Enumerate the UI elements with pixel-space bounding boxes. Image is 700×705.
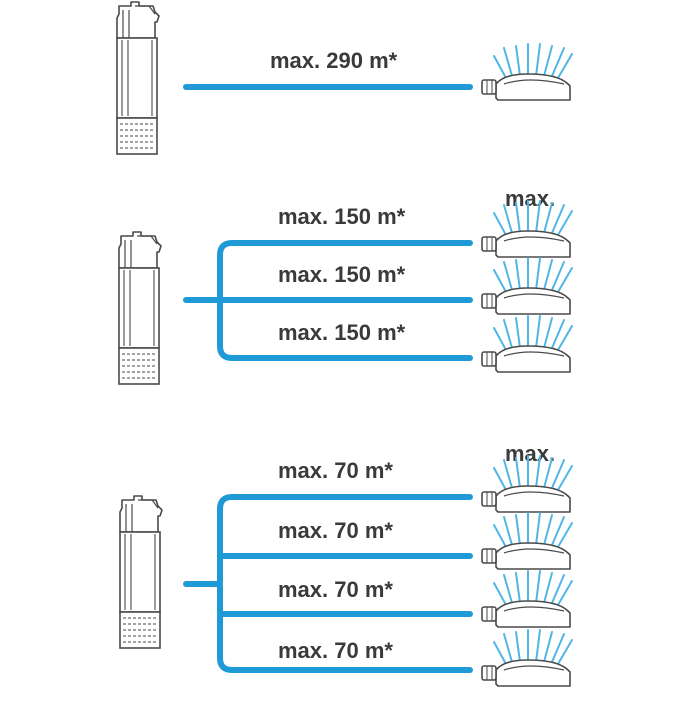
- branch-length-label: max. 150 m*: [278, 262, 406, 287]
- sprinkler-icon: [481, 512, 573, 570]
- branch-length-label: max. 70 m*: [278, 458, 393, 483]
- sprinkler-icon: [481, 257, 573, 315]
- sprinkler-icon: [481, 200, 573, 258]
- diagram-single: max. 290 m*: [116, 1, 573, 155]
- hose-manifold: [183, 240, 473, 361]
- sprinkler-icon: [481, 43, 573, 101]
- submersible-pump-icon: [118, 231, 162, 385]
- diagram-four-branches: max. max. 70 m* max. 70 m* max. 70 m* ma…: [119, 441, 573, 687]
- branch-length-label: max. 70 m*: [278, 577, 393, 602]
- max-label: max.: [505, 441, 555, 466]
- branch-length-label: max. 150 m*: [278, 320, 406, 345]
- sprinkler-icon: [481, 570, 573, 628]
- branch-length-label: max. 290 m*: [270, 48, 398, 73]
- sprinkler-icon: [481, 455, 573, 513]
- branch-length-label: max. 70 m*: [278, 518, 393, 543]
- sprinkler-icon: [481, 315, 573, 373]
- branch-length-label: max. 70 m*: [278, 638, 393, 663]
- sprinkler-icon: [481, 629, 573, 687]
- submersible-pump-icon: [116, 1, 160, 155]
- diagram-three-branches: max. max. 150 m* max. 150 m* max. 150 m*: [118, 186, 573, 385]
- branch-length-label: max. 150 m*: [278, 204, 406, 229]
- max-label: max.: [505, 186, 555, 211]
- submersible-pump-icon: [119, 495, 163, 649]
